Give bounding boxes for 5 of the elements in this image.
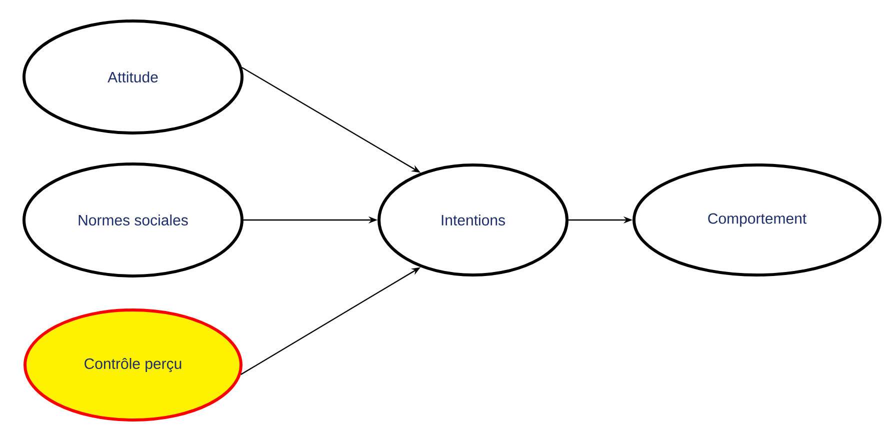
ellipse-node: Attitude <box>22 20 244 134</box>
ellipse-node: Contrôle perçu <box>24 308 242 422</box>
ellipse-node: Intentions <box>378 163 568 276</box>
ellipse-node: Comportement <box>632 163 882 276</box>
ellipse-node: Normes sociales <box>22 162 244 278</box>
